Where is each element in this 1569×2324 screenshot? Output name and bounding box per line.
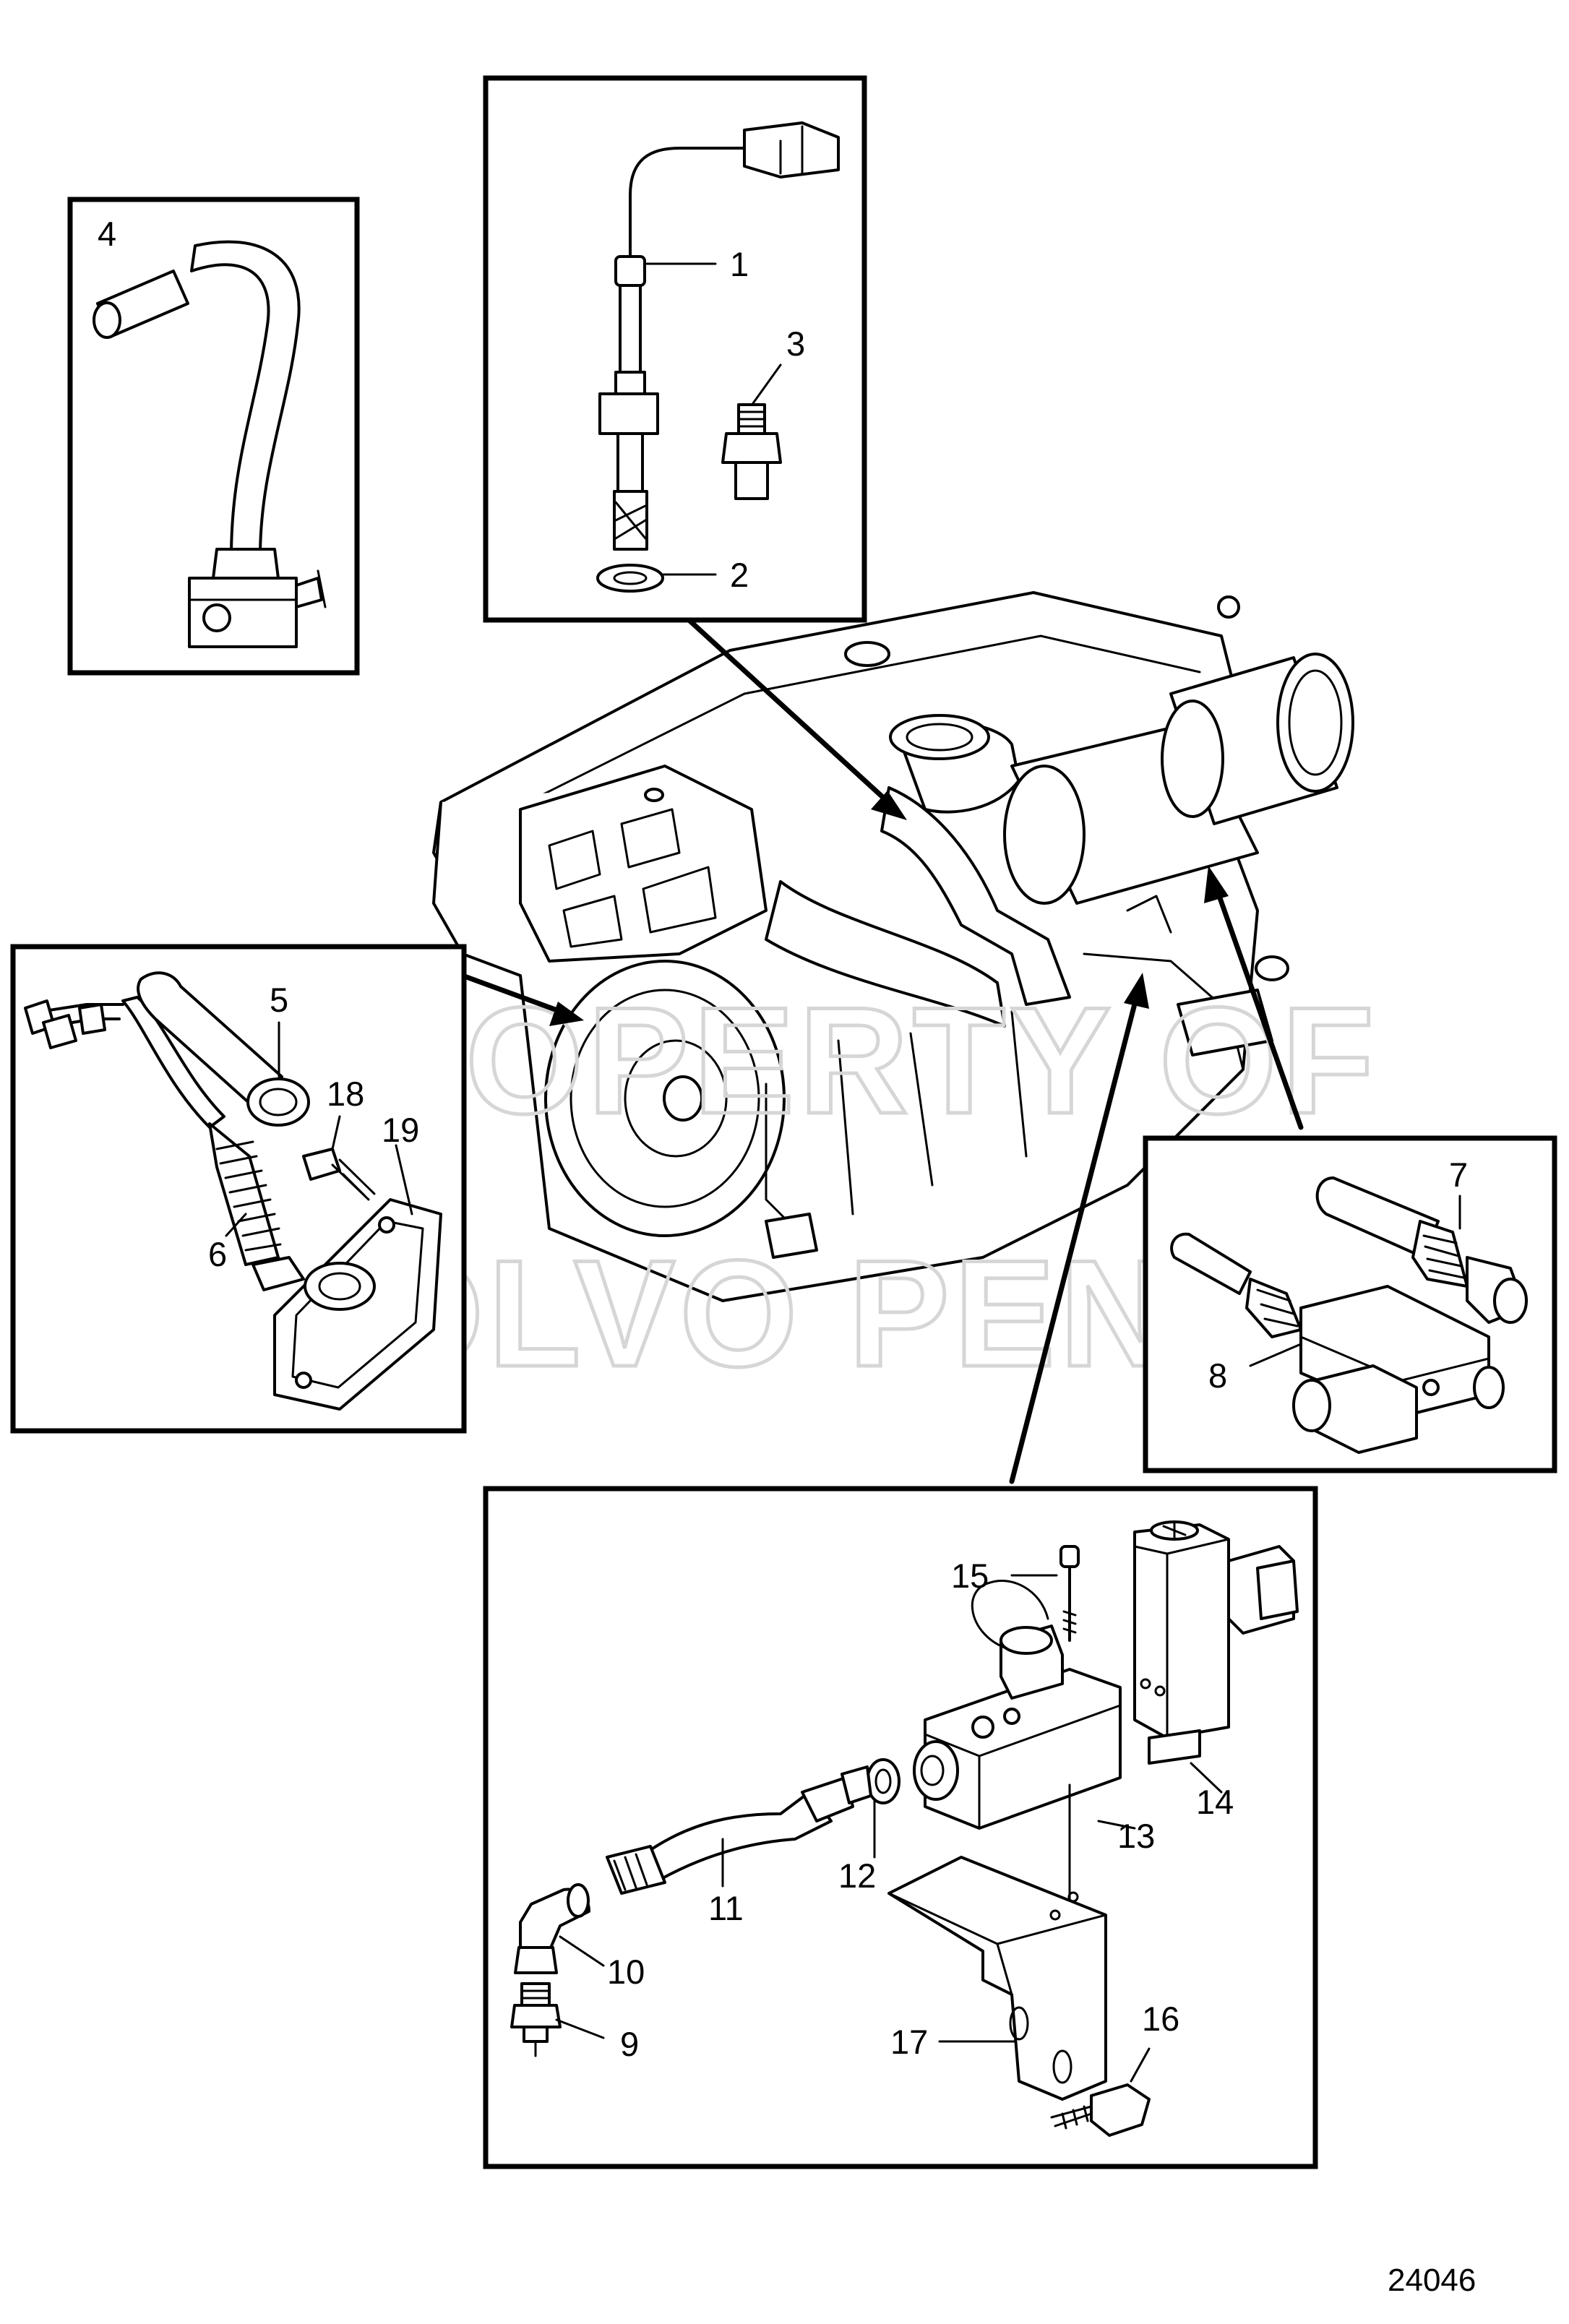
- detail-box-valve-assembly: 15 14 13 12 11 10 9 17 16: [483, 1486, 1318, 2169]
- callout-8: 8: [1208, 1356, 1227, 1395]
- callout-11: 11: [708, 1889, 744, 1927]
- detail-box-switch: 7 8: [1143, 1135, 1557, 1473]
- callout-5: 5: [270, 981, 288, 1019]
- detail-box-pipe: 4: [67, 197, 360, 676]
- detail-box-temp-sender: 5 18 19 6: [10, 944, 467, 1434]
- callout-10: 10: [607, 1953, 645, 1991]
- callout-18: 18: [327, 1075, 364, 1113]
- callout-12: 12: [838, 1856, 876, 1895]
- callout-7: 7: [1449, 1155, 1468, 1194]
- callout-4: 4: [98, 215, 116, 253]
- callout-1: 1: [730, 245, 749, 283]
- engine-illustration: [432, 591, 1354, 1302]
- callout-9: 9: [620, 2025, 639, 2063]
- callout-14: 14: [1196, 1783, 1234, 1821]
- detail-box-sensor: 1 2 3: [483, 75, 867, 623]
- callout-19: 19: [382, 1111, 419, 1149]
- pointer-arrows: [460, 615, 1304, 1484]
- figure-number: 24046: [1388, 2263, 1476, 2298]
- callout-17: 17: [890, 2023, 928, 2061]
- callout-3: 3: [786, 324, 805, 363]
- callout-13: 13: [1117, 1817, 1155, 1855]
- callout-2: 2: [730, 556, 749, 594]
- callout-15: 15: [951, 1557, 989, 1595]
- callout-6: 6: [208, 1235, 227, 1273]
- callout-16: 16: [1142, 2000, 1179, 2038]
